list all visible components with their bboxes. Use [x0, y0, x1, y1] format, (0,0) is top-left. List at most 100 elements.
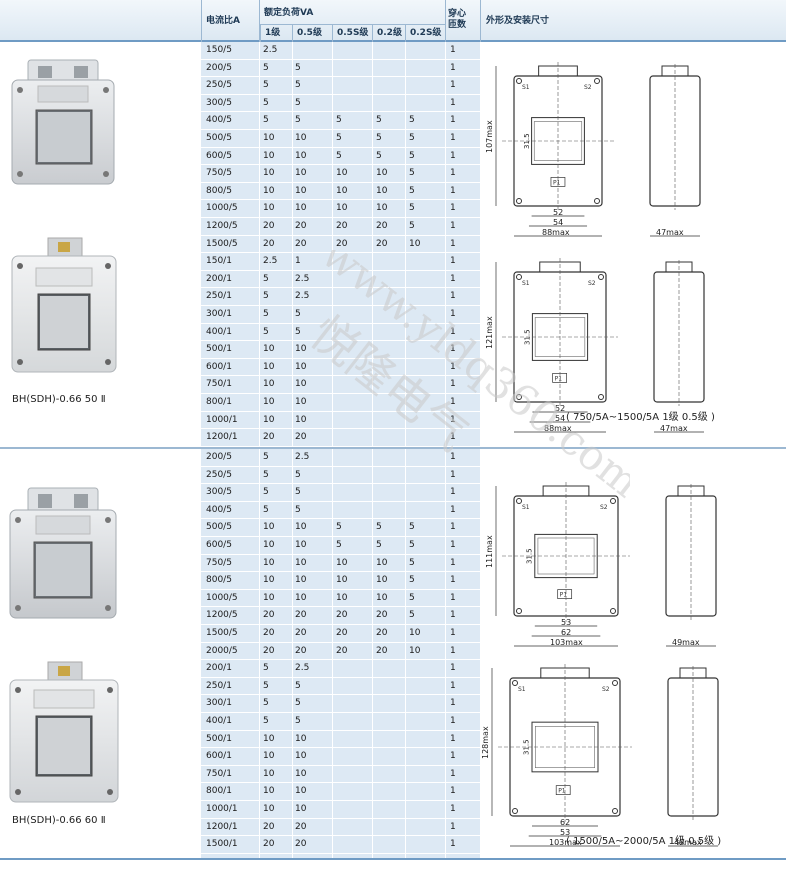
table-cell: 1500/5 — [206, 238, 238, 249]
table-cell: 1 — [450, 397, 456, 407]
table-cell: 800/1 — [206, 786, 232, 797]
table-cell: 10 — [295, 168, 307, 179]
dim-width-2: 53 — [560, 828, 570, 837]
table-cell: 5 — [263, 663, 269, 674]
dim-width-overall: 103max — [549, 838, 582, 847]
table-cell: 10 — [336, 185, 348, 196]
terminal-p1-label: P1 — [558, 788, 566, 795]
table-cell: 1 — [450, 504, 456, 515]
table-cell: 1 — [450, 487, 456, 498]
table-cell: 10 — [263, 203, 275, 214]
table-cell: 10 — [295, 397, 307, 407]
table-cell: 5 — [409, 557, 415, 568]
dim-width-1: 52 — [553, 208, 563, 217]
table-cell: 500/1 — [206, 344, 232, 355]
table-cell: 10 — [295, 592, 307, 603]
table-cell: 5 — [336, 150, 342, 161]
dim-window-height: 31.5 — [523, 739, 531, 755]
table-cell: 10 — [409, 628, 421, 638]
table-cell: 1000/1 — [206, 414, 238, 425]
product-photo-60-small — [9, 487, 117, 619]
table-cell: 10 — [263, 133, 275, 143]
table-cell: 200/1 — [206, 663, 232, 674]
table-cell: 20 — [295, 821, 307, 832]
table-cell: 5 — [409, 610, 415, 621]
table-cell: 10 — [336, 592, 348, 603]
table-cell: 5 — [263, 452, 269, 462]
table-cell: 2.5 — [295, 452, 310, 462]
table-cell: 5 — [295, 698, 301, 709]
terminal-s2-label: S2 — [602, 686, 610, 693]
table-cell: 1500/1 — [206, 839, 238, 850]
table-cell: 10 — [295, 768, 307, 779]
table-cell: 10 — [263, 185, 275, 196]
table-cell: 5 — [263, 62, 269, 73]
dim-height: 128max — [481, 726, 490, 759]
table-cell: 5 — [409, 540, 415, 550]
table-cell: 10 — [295, 361, 307, 372]
table-cell: 20 — [263, 839, 275, 850]
table-cell: 5 — [376, 522, 382, 533]
table-cell: 10 — [295, 133, 307, 143]
table-cell: 20 — [263, 610, 275, 621]
table-cell: 10 — [295, 203, 307, 214]
table-cell: 5 — [263, 504, 269, 515]
table-cell: 10 — [376, 168, 388, 179]
product-photo-60-large — [9, 661, 119, 803]
table-cell: 5 — [336, 522, 342, 533]
table-cell: 1 — [450, 326, 456, 337]
table-cell: 1 — [450, 361, 456, 372]
table-cell: 20 — [376, 645, 388, 656]
caption-group1: ( 750/5A~1500/5A 1级 0.5级 ) — [566, 412, 715, 423]
table-cell: 1 — [450, 557, 456, 568]
table-cell: 20 — [263, 628, 275, 638]
table-cell: 5 — [376, 540, 382, 550]
table-cell: 1 — [450, 168, 456, 179]
terminal-s2-label: S2 — [584, 84, 592, 91]
table-cell: 1 — [450, 786, 456, 797]
table-cell: 5 — [263, 680, 269, 691]
table-cell: 300/1 — [206, 698, 232, 709]
table-cell: 2.5 — [263, 256, 278, 267]
table-cell: 5 — [336, 540, 342, 550]
table-cell: 5 — [295, 115, 301, 126]
terminal-s2-label: S2 — [588, 280, 596, 287]
table-cell: 750/1 — [206, 379, 232, 390]
table-cell: 10 — [295, 786, 307, 797]
table-cell: 5 — [295, 309, 301, 319]
table-cell: 5 — [295, 326, 301, 337]
table-cell: 1 — [450, 540, 456, 550]
table-cell: 5 — [263, 80, 269, 91]
table-cell: 1 — [450, 309, 456, 319]
table-cell: 10 — [376, 185, 388, 196]
table-cell: 600/1 — [206, 361, 232, 372]
table-cell: 1 — [450, 733, 456, 744]
table-cell: 2.5 — [295, 291, 310, 302]
header-turns: 穿心 匝数 — [448, 9, 467, 30]
table-cell: 5 — [409, 150, 415, 161]
table-cell: 20 — [295, 839, 307, 850]
dim-height: 107max — [485, 120, 494, 153]
table-cell: 10 — [295, 344, 307, 355]
table-cell: 20 — [295, 432, 307, 443]
terminal-s2-label: S2 — [600, 504, 608, 511]
dim-width-1: 62 — [560, 818, 570, 827]
